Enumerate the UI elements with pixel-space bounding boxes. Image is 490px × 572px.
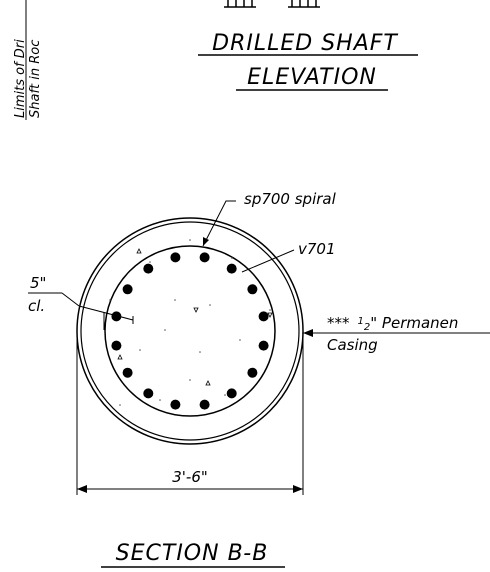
- rebar-dot: [170, 399, 181, 410]
- rebar-dot: [199, 399, 210, 410]
- rebar-dot: [247, 284, 258, 295]
- casing-outer: [76, 217, 304, 445]
- rebar-dot: [226, 388, 237, 399]
- diameter-arrow-left: [77, 485, 87, 493]
- elevation-title-line1: DRILLED SHAFT: [212, 31, 398, 56]
- elevation-hatch: [224, 0, 320, 8]
- side-note: Limits of Dri Shaft in Roc: [13, 39, 43, 118]
- casing-prefix: ***: [327, 314, 350, 332]
- diameter-label: 3'-6": [172, 468, 208, 486]
- rebar-dot: [199, 252, 210, 263]
- section-title: SECTION B-B: [116, 541, 269, 566]
- spiral-cage: [104, 245, 276, 417]
- clear-cover-dim-line: [78, 305, 134, 321]
- spiral-label: sp700 spiral: [244, 190, 337, 208]
- elevation-title-line2: ELEVATION: [247, 65, 377, 90]
- rebar-dot: [111, 311, 122, 322]
- casing-inner: [80, 221, 300, 441]
- diameter-arrow-right: [293, 485, 303, 493]
- vertical-bars-label: v701: [298, 240, 336, 258]
- shaft-section: [76, 217, 304, 445]
- side-note-line1: Limits of Dri: [13, 39, 28, 118]
- clear-cover-leader-top: [61, 292, 80, 307]
- casing-arrowhead: [303, 329, 313, 337]
- rebar-dot: [258, 311, 269, 322]
- rebar-dot: [122, 284, 133, 295]
- rebar-dot: [111, 340, 122, 351]
- rebar-dot: [247, 367, 258, 378]
- spiral-arrowhead: [203, 237, 209, 246]
- casing-label-line2: Casing: [327, 336, 378, 354]
- side-note-line2: Shaft in Roc: [28, 40, 43, 118]
- concrete-stipple: [109, 239, 271, 411]
- spiral-leader: [202, 200, 236, 247]
- casing-text: " Permanen: [370, 314, 458, 332]
- rebar-dot: [143, 263, 154, 274]
- rebar-group: [111, 252, 269, 410]
- casing-label: *** 12" Permanen: [327, 314, 458, 333]
- rebar-dot: [226, 263, 237, 274]
- clear-cover-label: 5": [30, 274, 46, 292]
- aggregate-marks: [117, 248, 273, 386]
- vertical-bars-leader: [241, 249, 295, 273]
- rebar-dot: [122, 367, 133, 378]
- rebar-dot: [258, 340, 269, 351]
- clear-cover-abbrev: cl.: [28, 297, 45, 315]
- rebar-dot: [143, 388, 154, 399]
- casing-fraction-den: 2: [364, 322, 370, 333]
- rebar-dot: [170, 252, 181, 263]
- casing-fraction-num: 1: [358, 316, 364, 327]
